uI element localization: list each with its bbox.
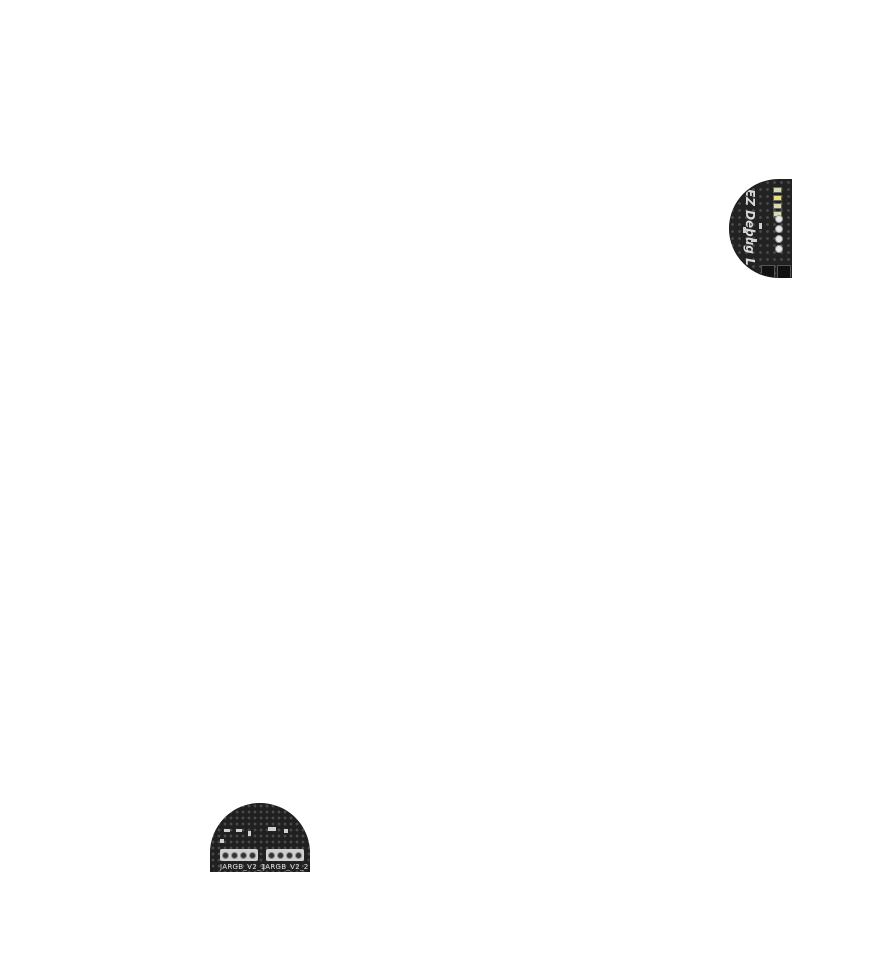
debug-led-icon	[773, 203, 782, 209]
debug-led-icon	[773, 195, 782, 201]
component-icon	[224, 829, 230, 832]
jargb-v2-1-header-icon	[220, 849, 258, 861]
component-icon	[751, 239, 757, 242]
pcb-closeup-image: EZ Debug L	[729, 179, 792, 278]
jargb-v2-2-header-icon	[266, 849, 304, 861]
jargb-v2-2-label: JARGB_V2_2	[263, 863, 309, 871]
component-icon	[759, 223, 762, 229]
connector-icon	[761, 265, 775, 278]
pcb-closeup-image: JARGB_V2_1 JARGB_V2_2	[210, 803, 310, 872]
component-icon	[236, 829, 242, 832]
connector-icon	[777, 265, 791, 278]
component-icon	[268, 827, 276, 831]
jargb-header-callout: JARGB_V2_1 JARGB_V2_2	[210, 803, 310, 872]
jargb-v2-1-label: JARGB_V2_1	[220, 863, 266, 871]
ez-debug-led-callout: EZ Debug L	[729, 179, 792, 278]
pin-header-icon	[775, 215, 783, 253]
component-icon	[284, 829, 288, 833]
component-icon	[220, 839, 224, 843]
component-icon	[248, 831, 251, 836]
component-icon	[743, 227, 746, 233]
debug-led-icon	[773, 187, 782, 193]
